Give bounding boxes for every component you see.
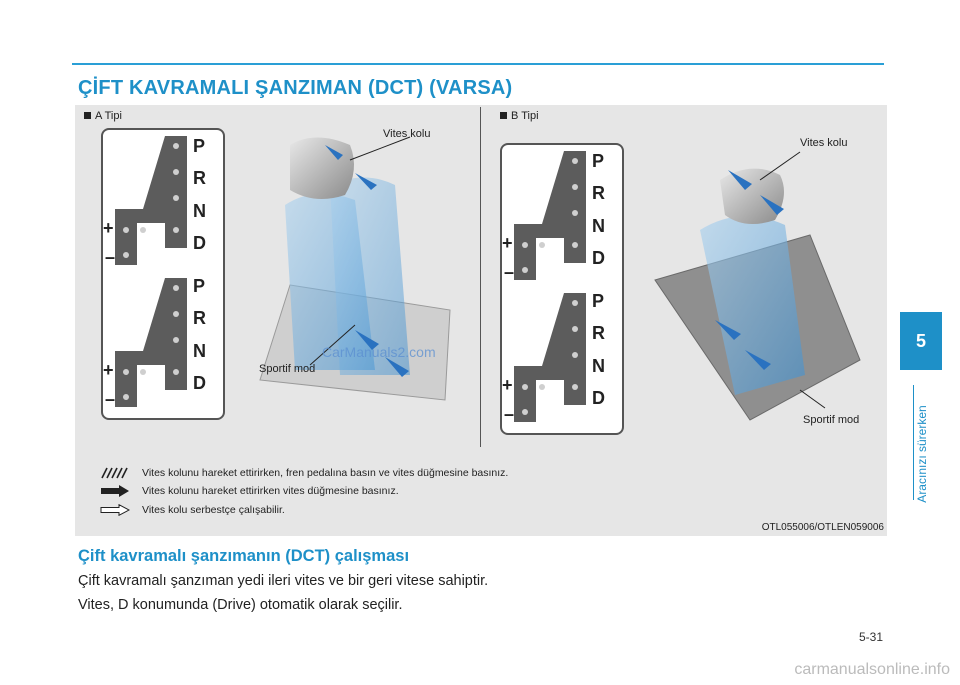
svg-text:N: N (592, 216, 605, 236)
svg-text:+: + (103, 218, 114, 238)
watermark: CarManuals2.com (322, 344, 436, 360)
gate-pattern-icon: P R N D P R N D + – + – (103, 136, 206, 409)
svg-text:D: D (592, 388, 605, 408)
panel-a-tag: A Tipi (84, 110, 122, 122)
svg-text:+: + (502, 375, 513, 395)
legend-item: Vites kolunu hareket ettirirken, fren pe… (100, 467, 508, 479)
header-rule (72, 63, 884, 65)
svg-text:P: P (193, 136, 205, 156)
svg-text:D: D (592, 248, 605, 268)
svg-text:–: – (504, 404, 514, 424)
svg-text:D: D (193, 233, 206, 253)
panel-b-tag: B Tipi (500, 110, 539, 122)
outline-arrow-icon (100, 504, 130, 516)
svg-text:+: + (502, 233, 513, 253)
solid-arrow-icon (101, 485, 129, 497)
svg-text:P: P (592, 151, 604, 171)
svg-text:N: N (193, 341, 206, 361)
svg-text:–: – (105, 389, 115, 409)
svg-text:R: R (193, 308, 206, 328)
gear-knob-icon (290, 137, 354, 199)
panel-a-gate-diagram: P R N D P R N D + – + – (101, 128, 225, 420)
body-paragraph: Çift kavramalı şanzıman yedi ileri vites… (78, 573, 489, 589)
svg-text:–: – (504, 262, 514, 282)
lever-label-a: Vites kolu (383, 128, 431, 140)
svg-text:P: P (193, 276, 205, 296)
legend-item: Vites kolunu hareket ettirirken vites dü… (100, 485, 399, 497)
figure-divider (480, 107, 481, 447)
sport-label-a: Sportif mod (259, 363, 316, 375)
lever-label-b: Vites kolu (800, 137, 848, 149)
section-heading: Çift kavramalı şanzımanın (DCT) çalışmas… (78, 547, 410, 565)
chapter-tab: 5 (900, 312, 942, 370)
svg-text:+: + (103, 360, 114, 380)
svg-text:R: R (592, 323, 605, 343)
panel-b-shifter-illustration (654, 151, 861, 421)
figure-code: OTL055006/OTLEN059006 (761, 522, 884, 533)
body-paragraph: Vites, D konumunda (Drive) otomatik olar… (78, 597, 403, 613)
panel-b-gate-diagram: P R N D P R N D + – + – (500, 143, 624, 435)
svg-text:R: R (592, 183, 605, 203)
svg-text:D: D (193, 373, 206, 393)
svg-text:N: N (592, 356, 605, 376)
gate-pattern-icon: P R N D P R N D + – + – (502, 151, 605, 424)
sport-label-b: Sportif mod (803, 414, 860, 426)
svg-text:P: P (592, 291, 604, 311)
chapter-label: Aracınızı sürerken (915, 405, 929, 503)
page-title: ÇİFT KAVRAMALI ŞANZIMAN (DCT) (VARSA) (78, 77, 513, 99)
sidebar-rule (913, 385, 914, 500)
svg-text:–: – (105, 247, 115, 267)
panel-a-shifter-illustration (259, 136, 451, 401)
footer-link[interactable]: carmanualsonline.info (794, 661, 950, 678)
legend-item: Vites kolu serbestçe çalışabilir. (100, 504, 285, 516)
hatched-arrow-icon (101, 467, 128, 479)
gear-knob-icon (720, 168, 784, 224)
svg-text:R: R (193, 168, 206, 188)
svg-text:N: N (193, 201, 206, 221)
page-number: 5-31 (858, 630, 883, 644)
